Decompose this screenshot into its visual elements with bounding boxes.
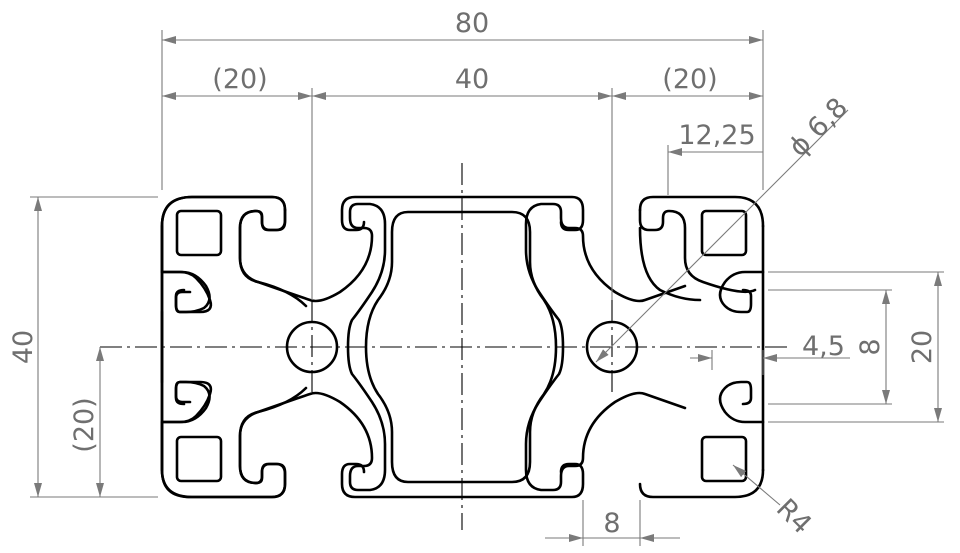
label-core-height: 20 bbox=[907, 330, 938, 364]
cavity-bottom-left bbox=[175, 435, 223, 483]
profile-outline bbox=[160, 195, 765, 499]
right-slot-lower bbox=[718, 380, 765, 424]
dimensions bbox=[30, 30, 944, 546]
label-hole-diameter: ϕ 6,8 bbox=[783, 92, 854, 163]
bottom-edge-segments bbox=[340, 462, 765, 499]
center-lines bbox=[100, 163, 790, 530]
label-slot-depth: 4,5 bbox=[802, 331, 845, 362]
label-slot-opening-horizontal: 8 bbox=[603, 508, 620, 539]
cavity-bottom-right bbox=[700, 435, 748, 483]
top-edge-segments bbox=[340, 195, 765, 232]
label-middle-spacing: 40 bbox=[455, 64, 489, 95]
label-slot-opening-vertical: 8 bbox=[855, 338, 886, 355]
leader-diameter bbox=[595, 109, 849, 363]
center-chamber bbox=[364, 210, 558, 484]
label-right-outer: (20) bbox=[662, 64, 717, 95]
label-slot-offset: 12,25 bbox=[678, 120, 755, 151]
leader-r4 bbox=[732, 464, 781, 506]
cavity-top-left bbox=[175, 209, 223, 257]
left-inner-contour bbox=[238, 202, 387, 492]
label-overall-height: 40 bbox=[8, 330, 39, 364]
label-corner-radius: R4 bbox=[770, 493, 817, 540]
right-inner-contour bbox=[524, 202, 757, 492]
right-slot-upper bbox=[718, 270, 765, 314]
dimension-labels: 80 (20) 40 (20) 12,25 ϕ 6,8 40 (20) 4,5 … bbox=[8, 8, 938, 540]
cavity-top-right bbox=[700, 209, 748, 257]
label-half-height: (20) bbox=[69, 397, 100, 452]
left-slot-upper bbox=[160, 270, 213, 314]
left-slot-lower bbox=[160, 380, 213, 424]
label-left-outer: (20) bbox=[212, 64, 267, 95]
label-overall-width: 80 bbox=[455, 8, 489, 39]
